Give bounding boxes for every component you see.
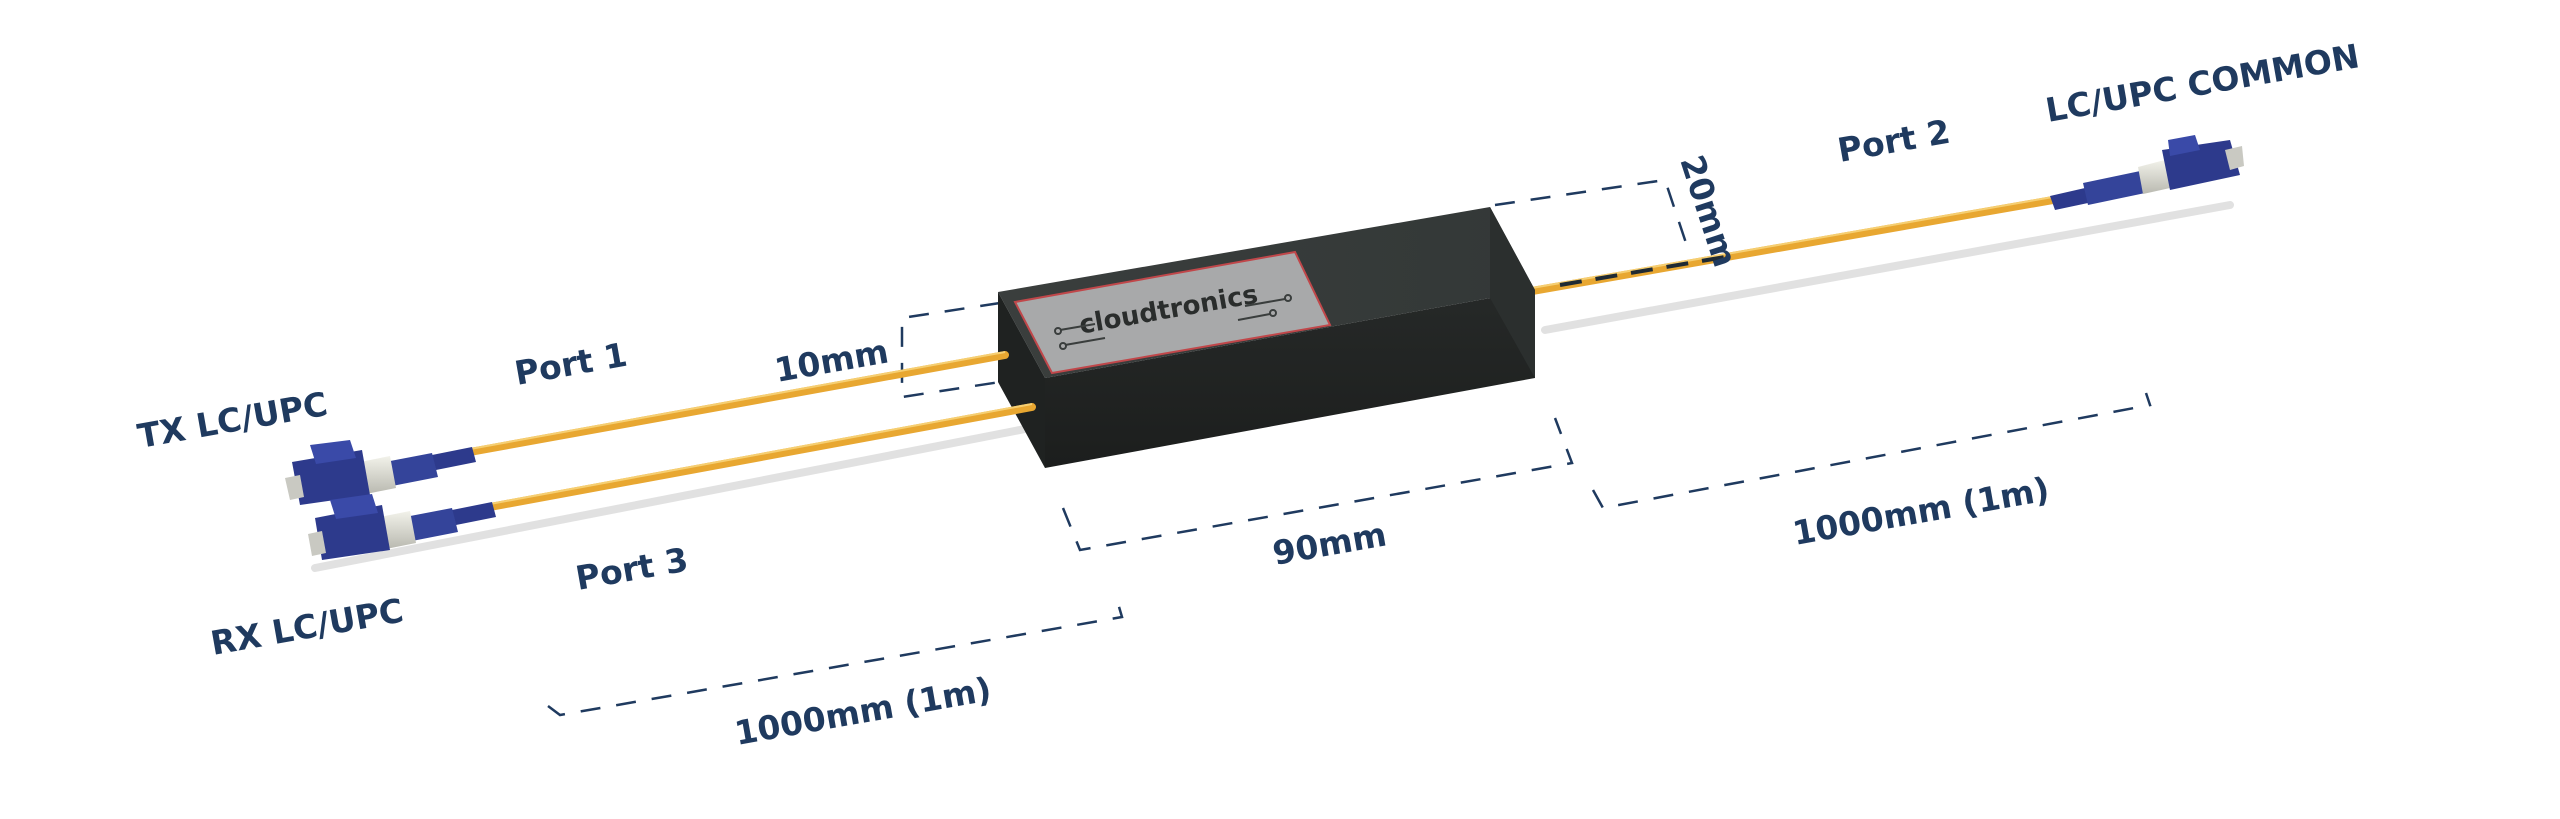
dimension-lead-right-line [1591,392,2152,510]
dimension-lines [547,178,2152,717]
dimension-width-label: 20mm [1672,150,1745,271]
label-port2: Port 2 [1835,112,1953,170]
dimension-height-line [900,301,1001,399]
module-front-face [998,292,1045,468]
dimension-lead-right-label: 1000mm (1m) [1790,469,2052,552]
dimension-length-label: 90mm [1270,515,1390,573]
splitter-module: cloudtronics [998,207,1535,468]
label-common: LC/UPC COMMON [2043,36,2363,130]
dimension-lead-left-label: 1000mm (1m) [732,669,994,752]
dimension-length-line [1061,417,1574,552]
dimension-width-line [1494,178,1692,256]
label-tx: TX LC/UPC [135,384,331,456]
fiber-port3 [486,403,1036,511]
lc-connector-rx [308,494,496,560]
ground-shadows [311,201,2234,572]
lc-connector-tx [285,440,476,505]
label-rx: RX LC/UPC [208,591,407,663]
module-right-face [1490,207,1535,378]
label-port3: Port 3 [573,540,691,598]
lc-connector-common [2050,135,2244,210]
module-label-panel [1013,250,1332,375]
module-long-face [1045,290,1535,468]
fiber-port2 [1528,193,2074,295]
label-port1: Port 1 [512,335,630,393]
fiber-port1 [466,351,1009,456]
dimension-lead-left-line [547,599,1124,717]
